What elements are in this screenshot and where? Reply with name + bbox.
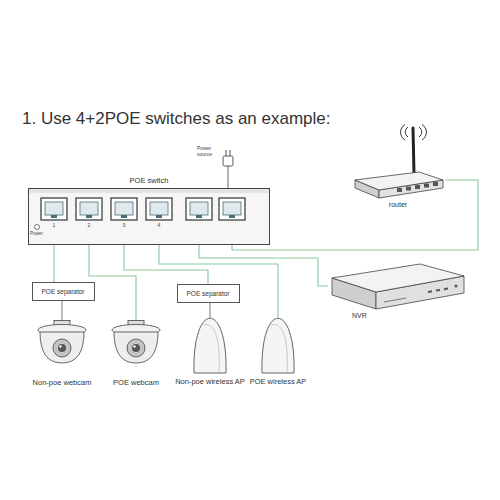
switch-housing — [28, 188, 270, 245]
poe-separator-box: POE separator — [177, 284, 240, 303]
node-label: POE separator — [42, 288, 85, 295]
nvr-picture — [328, 262, 468, 312]
node-label: POE wireless AP — [250, 377, 307, 386]
webcam-device: Non-poe webcam — [32, 320, 92, 387]
node-label: POE webcam — [106, 378, 166, 387]
wireless-ap — [256, 318, 300, 374]
poe-switch: POE switch — [28, 175, 270, 245]
wireless-ap-device: Non-poe wireless AP — [175, 318, 245, 386]
network-cable — [53, 245, 54, 282]
router-device: router — [351, 124, 446, 208]
node-label: POE separator — [187, 290, 230, 297]
device-picture — [351, 124, 446, 200]
power-wire — [228, 166, 229, 188]
router-picture — [351, 124, 446, 200]
device-picture — [175, 318, 245, 374]
network-cable — [199, 245, 328, 286]
network-cable — [159, 245, 278, 318]
node-label: Non-poe webcam — [32, 378, 92, 387]
dome-camera — [32, 320, 92, 364]
device-picture — [32, 320, 92, 364]
power-plug — [223, 150, 233, 188]
port-number: 2 — [88, 222, 91, 228]
node-label: Non-poe wireless AP — [175, 377, 245, 386]
dome-camera — [106, 320, 166, 364]
switch-face — [29, 189, 269, 244]
node-label: POE switch — [28, 175, 270, 187]
port-number: 4 — [158, 222, 161, 228]
network-cable — [61, 301, 62, 320]
wireless-ap-device: POE wireless AP — [250, 318, 307, 386]
device-picture — [106, 320, 166, 364]
nvr-device: NVR — [328, 262, 468, 319]
device-picture — [250, 318, 307, 374]
poe-separator-box: POE separator — [32, 282, 95, 301]
diagram-title: 1. Use 4+2POE switches as an example: — [22, 109, 331, 129]
network-cable — [209, 303, 210, 318]
network-cable — [89, 245, 136, 320]
node-label: NVR — [328, 312, 468, 319]
indicator-label: Power — [30, 231, 43, 237]
port-number: 1 — [53, 222, 56, 228]
power-source-label: Power source — [197, 145, 223, 157]
device-picture — [328, 262, 468, 312]
webcam-device: POE webcam — [106, 320, 166, 387]
node-label: router — [351, 201, 446, 208]
wireless-ap — [188, 318, 232, 374]
port-number: 3 — [123, 222, 126, 228]
